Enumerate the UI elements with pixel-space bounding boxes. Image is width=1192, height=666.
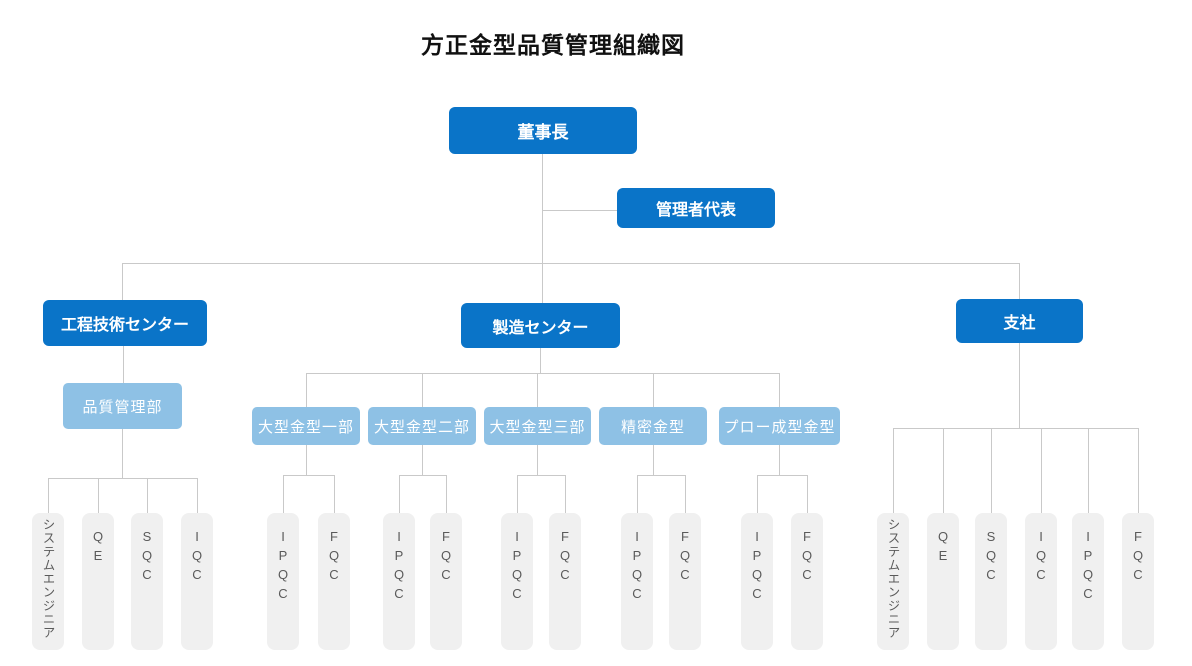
connector-line xyxy=(757,475,758,513)
node-management-representative: 管理者代表 xyxy=(617,188,775,228)
connector-line xyxy=(542,210,617,211)
connector-line xyxy=(537,445,538,475)
connector-line xyxy=(283,475,284,513)
node-large-mold-dept1: 大型金型一部 xyxy=(252,407,360,445)
connector-line xyxy=(197,478,198,513)
leaf-sqc: SQC xyxy=(131,513,163,650)
node-large-mold-dept2: 大型金型二部 xyxy=(368,407,476,445)
page-title: 方正金型品質管理組織図 xyxy=(421,32,685,58)
leaf-fqc: FQC xyxy=(791,513,823,650)
leaf-iqc: IQC xyxy=(1025,513,1057,650)
connector-line xyxy=(48,478,197,479)
leaf-sqc: SQC xyxy=(975,513,1007,650)
connector-line xyxy=(399,475,400,513)
leaf-fqc: FQC xyxy=(1122,513,1154,650)
connector-line xyxy=(1088,428,1089,513)
node-quality-dept: 品質管理部 xyxy=(63,383,182,429)
connector-line xyxy=(517,475,565,476)
connector-line xyxy=(122,429,123,478)
connector-line xyxy=(637,475,685,476)
leaf-fqc: FQC xyxy=(318,513,350,650)
leaf-ipqc: IPQC xyxy=(1072,513,1104,650)
connector-line xyxy=(542,154,543,263)
node-chairman: 董事長 xyxy=(449,107,637,154)
connector-line xyxy=(422,373,423,407)
leaf-ipqc: IPQC xyxy=(741,513,773,650)
connector-line xyxy=(517,475,518,513)
connector-line xyxy=(1041,428,1042,513)
connector-line xyxy=(1138,428,1139,513)
connector-line xyxy=(306,373,307,407)
connector-line xyxy=(893,428,894,513)
connector-line xyxy=(122,263,123,300)
leaf-qe: QE xyxy=(82,513,114,650)
leaf-ipqc: IPQC xyxy=(501,513,533,650)
connector-line xyxy=(283,475,334,476)
connector-line xyxy=(48,478,49,513)
connector-line xyxy=(446,475,447,513)
connector-line xyxy=(779,445,780,475)
connector-line xyxy=(757,475,807,476)
connector-line xyxy=(653,445,654,475)
node-blow-mold: プロー成型金型 xyxy=(719,407,840,445)
connector-line xyxy=(334,475,335,513)
connector-line xyxy=(306,445,307,475)
leaf-ipqc: IPQC xyxy=(383,513,415,650)
leaf-system-engineer: システムエンジニア xyxy=(32,513,64,650)
connector-line xyxy=(779,373,780,407)
connector-line xyxy=(147,478,148,513)
connector-line xyxy=(540,348,541,373)
connector-line xyxy=(653,373,654,407)
connector-line xyxy=(542,263,543,303)
connector-line xyxy=(1019,343,1020,428)
connector-line xyxy=(807,475,808,513)
connector-line xyxy=(537,373,538,407)
connector-line xyxy=(637,475,638,513)
leaf-fqc: FQC xyxy=(430,513,462,650)
leaf-system-engineer: システムエンジニア xyxy=(877,513,909,650)
leaf-iqc: IQC xyxy=(181,513,213,650)
connector-line xyxy=(893,428,1138,429)
node-engineering-center: 工程技術センター xyxy=(43,300,207,346)
connector-line xyxy=(122,263,1020,264)
connector-line xyxy=(98,478,99,513)
connector-line xyxy=(306,373,779,374)
connector-line xyxy=(399,475,446,476)
connector-line xyxy=(943,428,944,513)
leaf-qe: QE xyxy=(927,513,959,650)
node-large-mold-dept3: 大型金型三部 xyxy=(484,407,591,445)
connector-line xyxy=(685,475,686,513)
leaf-ipqc: IPQC xyxy=(621,513,653,650)
node-precision-mold: 精密金型 xyxy=(599,407,707,445)
connector-line xyxy=(123,346,124,383)
node-manufacturing-center: 製造センター xyxy=(461,303,620,348)
connector-line xyxy=(565,475,566,513)
connector-line xyxy=(422,445,423,475)
connector-line xyxy=(991,428,992,513)
node-branch-office: 支社 xyxy=(956,299,1083,343)
leaf-fqc: FQC xyxy=(669,513,701,650)
connector-line xyxy=(1019,263,1020,299)
leaf-ipqc: IPQC xyxy=(267,513,299,650)
leaf-fqc: FQC xyxy=(549,513,581,650)
